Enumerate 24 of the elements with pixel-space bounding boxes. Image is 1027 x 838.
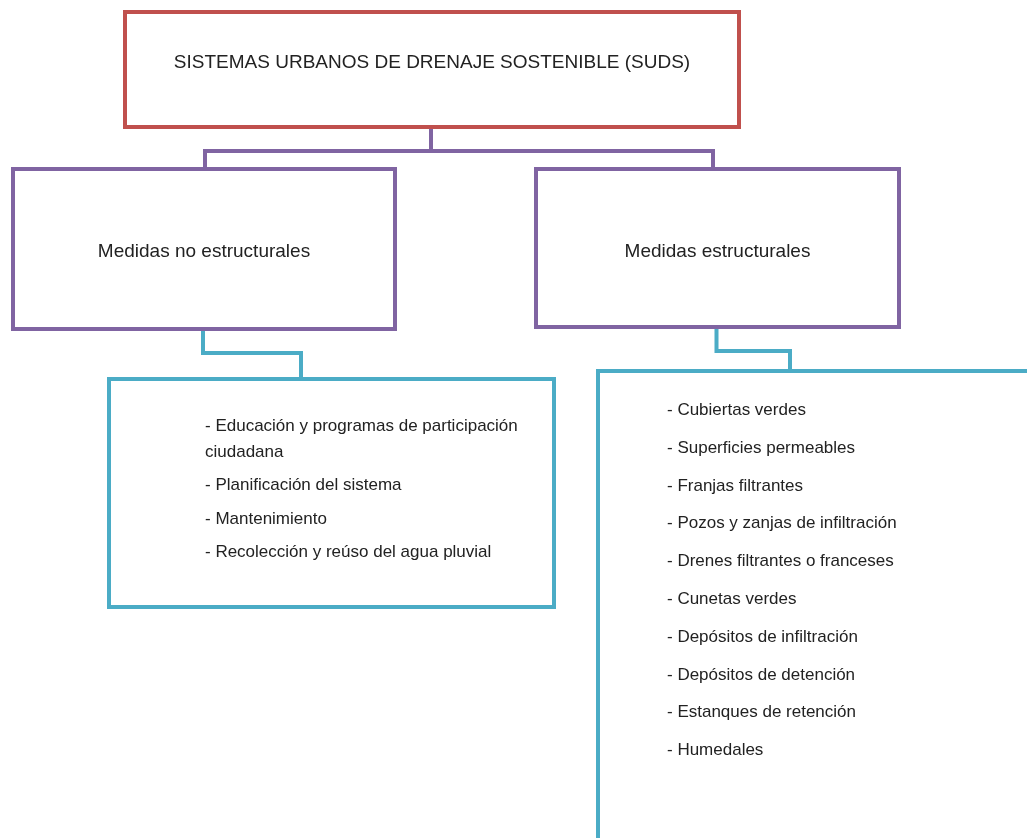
list-item: - Cunetas verdes bbox=[667, 588, 798, 610]
list-item: - Pozos y zanjas de infiltración bbox=[667, 512, 898, 535]
list-item: - Cubiertas verdes bbox=[667, 399, 807, 421]
connector-line bbox=[201, 331, 303, 377]
measures-list-box bbox=[107, 377, 556, 609]
list-item: - Depósitos de infiltración bbox=[667, 625, 859, 648]
category-box bbox=[534, 167, 901, 329]
title-text: SISTEMAS URBANOS DE DRENAJE SOSTENIBLE (SUDS) bbox=[172, 50, 692, 74]
list-item: - Depósitos de detención bbox=[667, 663, 857, 686]
list-item: - Drenes filtrantes o franceses bbox=[667, 550, 895, 573]
category-label: Medidas no estructurales bbox=[96, 239, 312, 263]
list-item: - Franjas filtrantes bbox=[667, 474, 805, 497]
connector-line bbox=[714, 329, 792, 369]
list-item: - Educación y programas de participación ciudadana bbox=[205, 415, 519, 463]
category-box bbox=[11, 167, 397, 331]
title-box bbox=[123, 10, 741, 129]
list-item: - Recolección y reúso del agua pluvial bbox=[205, 541, 493, 563]
list-item: - Planificación del sistema bbox=[205, 474, 403, 496]
list-item: - Humedales bbox=[667, 739, 765, 762]
measures-list-box bbox=[596, 369, 1027, 838]
list-item: - Superficies permeables bbox=[667, 436, 857, 459]
list-item: - Mantenimiento bbox=[205, 507, 328, 530]
list-item: - Estanques de retención bbox=[667, 701, 857, 724]
category-label: Medidas estructurales bbox=[623, 239, 812, 263]
